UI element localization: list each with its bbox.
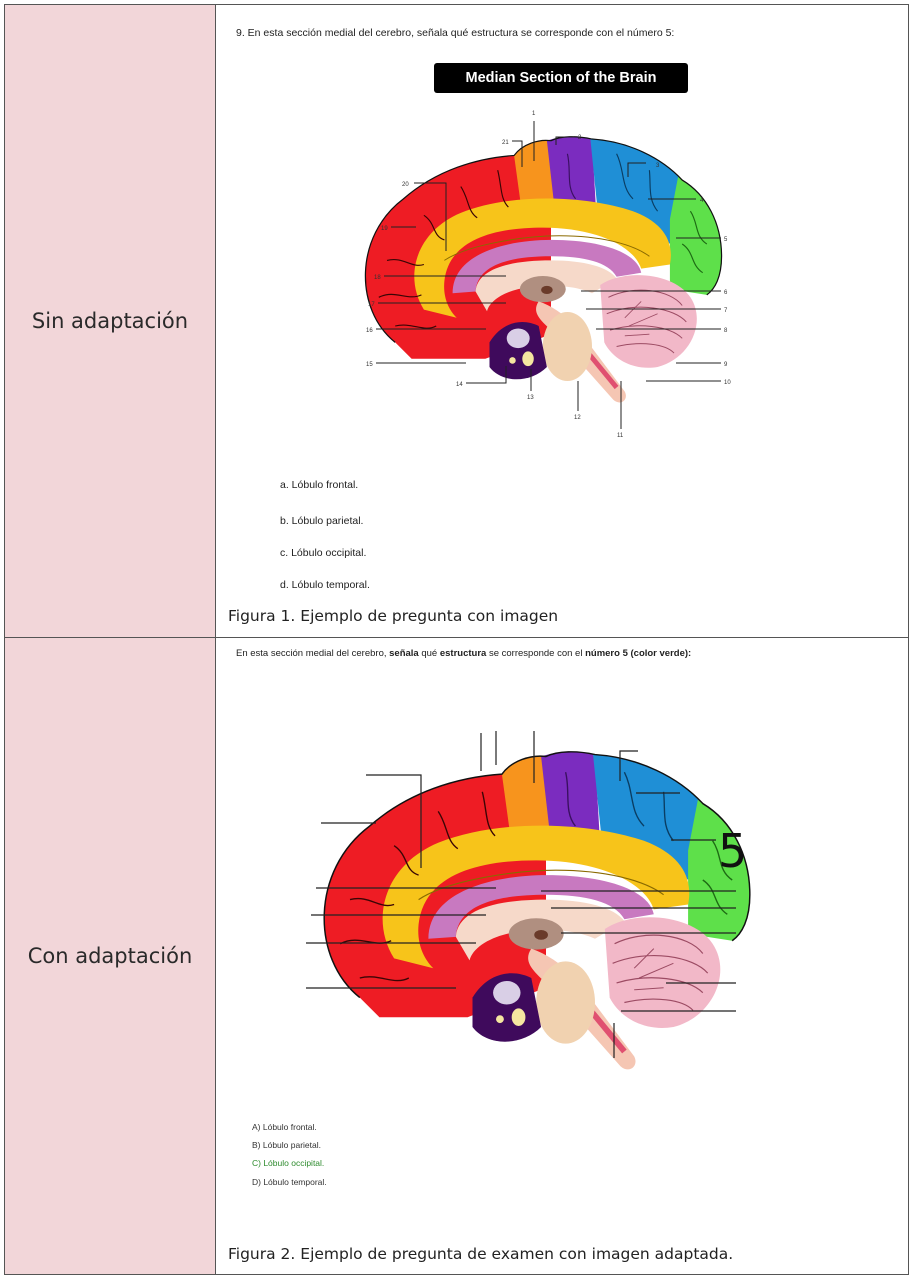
highlight-number: 5 xyxy=(718,824,747,878)
answer-option: c. Lóbulo occipital. xyxy=(280,547,366,559)
label-number: 10 xyxy=(724,380,731,386)
label-number: 16 xyxy=(366,328,373,334)
comparison-table: Sin adaptación 9. En esta sección medial… xyxy=(4,4,909,1275)
label-number: 12 xyxy=(574,415,581,421)
question-text: 9. En esta sección medial del cerebro, s… xyxy=(236,27,674,39)
label-number: 13 xyxy=(527,395,534,401)
label-number: 5 xyxy=(724,237,728,243)
question-part: qué xyxy=(419,648,440,659)
label-number: 18 xyxy=(374,275,381,281)
label-number: 17 xyxy=(368,302,375,308)
question-part: En esta sección medial del cerebro, xyxy=(236,648,389,659)
answer-option: A) Lóbulo frontal. xyxy=(252,1122,317,1132)
answer-option-correct: C) Lóbulo occipital. xyxy=(252,1158,324,1168)
question-bold-part: estructura xyxy=(440,648,486,659)
question-bold-part: número 5 (color verde): xyxy=(585,648,691,659)
answer-option: D) Lóbulo temporal. xyxy=(252,1177,327,1187)
question-text: En esta sección medial del cerebro, seña… xyxy=(236,648,691,659)
label-number: 15 xyxy=(366,362,373,368)
label-number: 11 xyxy=(617,433,624,439)
figure-caption: Figura 1. Ejemplo de pregunta con imagen xyxy=(228,607,558,625)
label-number: 7 xyxy=(724,308,728,314)
question-bold-part: señala xyxy=(389,648,419,659)
answer-option: B) Lóbulo parietal. xyxy=(252,1140,321,1150)
question-part: se corresponde con el xyxy=(486,648,585,659)
figure-caption: Figura 2. Ejemplo de pregunta de examen … xyxy=(228,1245,733,1263)
image-banner-title: Median Section of the Brain xyxy=(434,63,688,93)
table-row: Sin adaptación 9. En esta sección medial… xyxy=(5,5,909,638)
label-number: 6 xyxy=(724,290,728,296)
content-cell: 9. En esta sección medial del cerebro, s… xyxy=(216,5,909,638)
label-number: 21 xyxy=(502,140,509,146)
brain-diagram-adapted: 5 xyxy=(276,693,836,1083)
label-number: 14 xyxy=(456,382,463,388)
label-number: 19 xyxy=(381,226,388,232)
label-number: 9 xyxy=(724,362,728,368)
label-number: 8 xyxy=(724,328,728,334)
answer-option: d. Lóbulo temporal. xyxy=(280,579,370,591)
brain-diagram: 1 2 3 4 5 6 7 8 9 10 11 12 13 14 xyxy=(316,101,796,461)
row-label: Con adaptación xyxy=(5,638,216,1275)
table-row: Con adaptación En esta sección medial de… xyxy=(5,638,909,1275)
content-cell: En esta sección medial del cerebro, seña… xyxy=(216,638,909,1275)
answer-option: a. Lóbulo frontal. xyxy=(280,479,358,491)
answer-option: b. Lóbulo parietal. xyxy=(280,515,363,527)
label-number: 1 xyxy=(532,111,536,117)
row-label: Sin adaptación xyxy=(5,5,216,638)
label-number: 20 xyxy=(402,182,409,188)
